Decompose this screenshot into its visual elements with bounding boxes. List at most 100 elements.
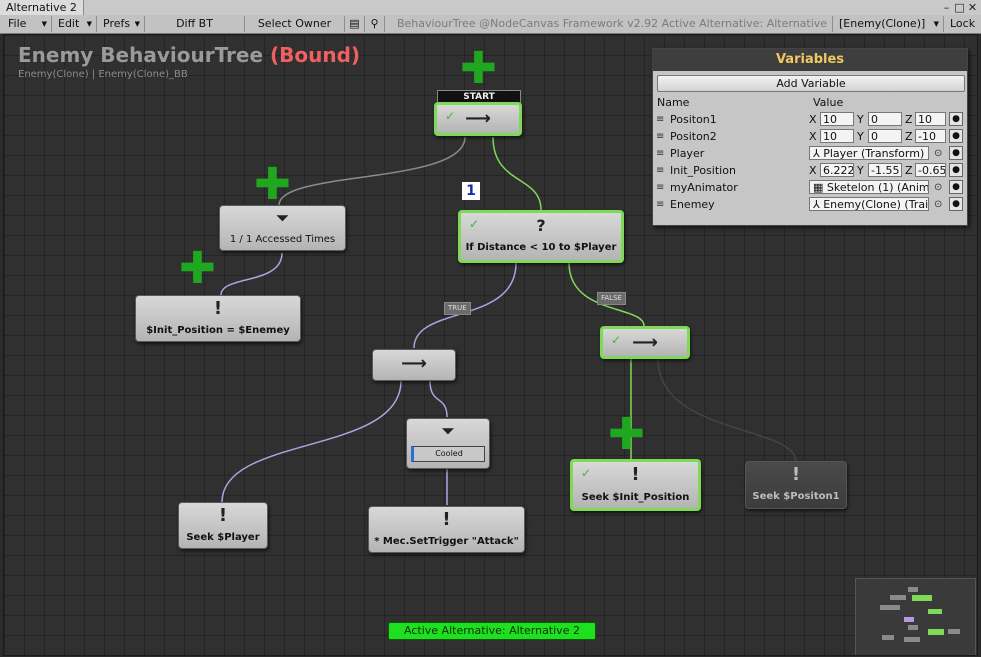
init-position-action-node[interactable]: ! $Init_Position = $Enemey [135, 295, 301, 342]
seek-positon1-node[interactable]: ! Seek $Positon1 [745, 461, 847, 509]
variable-row[interactable]: ≡ Positon1 X 10 Y 0 Z 10 ● [653, 112, 967, 129]
drag-handle-icon[interactable]: ≡ [656, 131, 665, 142]
vector-x-field[interactable]: 10 [820, 129, 854, 143]
drag-handle-icon[interactable]: ≡ [656, 165, 665, 176]
search-icon[interactable]: ⚲ [365, 16, 385, 32]
vector-y-field[interactable]: 0 [868, 129, 902, 143]
window-tab[interactable]: Alternative 2 [0, 0, 84, 15]
prefs-menu-label: Prefs [103, 17, 131, 30]
seek-player-node[interactable]: ! Seek $Player [178, 502, 268, 549]
variable-name: Positon1 [670, 113, 717, 126]
variable-name: myAnimator [670, 181, 738, 194]
axis-y-label: Y [857, 164, 864, 177]
variable-name: Positon2 [670, 130, 717, 143]
object-field[interactable]: ▦ Sketelon (1) (Anima [809, 180, 929, 194]
active-alternative-status: Active Alternative: Alternative 2 [388, 622, 596, 640]
minimap-node [948, 629, 960, 634]
edit-menu[interactable]: Edit▼ [52, 16, 97, 32]
vector-z-field[interactable]: 10 [915, 112, 946, 126]
close-icon[interactable]: ✕ [967, 1, 978, 14]
success-check-icon: ✓ [445, 109, 456, 123]
vector-z-field[interactable]: -0.65 [915, 163, 946, 177]
minimap-node [880, 605, 900, 610]
name-column-header: Name [657, 96, 690, 109]
select-owner-button[interactable]: Select Owner [245, 16, 345, 32]
variable-options-button[interactable]: ● [949, 129, 963, 143]
chevron-down-icon: ▼ [41, 20, 47, 28]
object-field[interactable]: ⅄ Enemy(Clone) (Trai [809, 197, 929, 211]
add-node-plus-icon[interactable]: ✚ [179, 243, 216, 294]
add-node-plus-icon[interactable]: ✚ [608, 409, 645, 460]
object-field-value: Enemy(Clone) (Trai [823, 198, 929, 211]
variable-options-button[interactable]: ● [949, 112, 963, 126]
variable-name: Init_Position [670, 164, 736, 177]
true-branch-tag: TRUE [444, 302, 471, 315]
add-variable-button[interactable]: Add Variable [657, 75, 965, 92]
graph-canvas[interactable]: Enemy BehaviourTree (Bound) Enemy(Clone)… [3, 34, 978, 656]
vector-x-field[interactable]: 6.222 [820, 163, 854, 177]
minimize-icon[interactable]: – [943, 1, 950, 14]
success-check-icon: ✓ [469, 217, 480, 231]
vector-x-field[interactable]: 10 [820, 112, 854, 126]
vector-z-field[interactable]: -10 [915, 129, 946, 143]
object-picker-icon[interactable]: ⊙ [934, 148, 943, 159]
vector-y-field[interactable]: -1.55 [868, 163, 902, 177]
axis-y-label: Y [857, 130, 864, 143]
lock-toggle[interactable]: Lock [950, 17, 976, 30]
prefs-menu[interactable]: Prefs▼ [97, 16, 145, 32]
add-node-plus-icon[interactable]: ✚ [460, 43, 497, 94]
add-node-plus-icon[interactable]: ✚ [254, 159, 291, 210]
action-icon: ! [791, 464, 801, 485]
axis-y-label: Y [857, 113, 864, 126]
variable-row[interactable]: ≡ Player ⅄ Player (Transform) ⊙ ● [653, 146, 967, 163]
sequencer-arrow-icon: ⟶ [632, 332, 658, 353]
diff-bt-button[interactable]: Diff BT [145, 16, 245, 32]
minimap-node [904, 637, 920, 642]
owner-dropdown[interactable]: [Enemy(Clone)]▼ [832, 16, 944, 32]
object-picker-icon[interactable]: ⊙ [934, 199, 943, 210]
file-menu[interactable]: File▼ [2, 16, 52, 32]
graph-subtitle: Enemy(Clone) | Enemy(Clone)_BB [18, 69, 188, 80]
distance-condition-node[interactable]: ✓ ? If Distance < 10 to $Player [458, 210, 624, 263]
variable-options-button[interactable]: ● [949, 163, 963, 177]
variable-options-button[interactable]: ● [949, 180, 963, 194]
document-icon[interactable]: ▤ [345, 16, 365, 32]
condition-label: If Distance < 10 to $Player [465, 242, 617, 253]
root-sequencer-node[interactable]: ✓ ⟶ [434, 102, 522, 136]
graph-minimap[interactable] [855, 578, 976, 655]
animator-icon: ▦ [813, 181, 827, 194]
object-field-value: Sketelon (1) (Anima [826, 181, 929, 194]
drag-handle-icon[interactable]: ≡ [656, 182, 665, 193]
set-trigger-node[interactable]: ! * Mec.SetTrigger "Attack" [368, 506, 525, 553]
mid-sequencer-node[interactable]: ⟶ [372, 349, 456, 381]
right-sequencer-node[interactable]: ✓ ⟶ [600, 326, 690, 359]
filter-node[interactable]: ⏷ 1 / 1 Accessed Times [219, 205, 346, 251]
variable-row[interactable]: ≡ Init_Position X 6.222 Y -1.55 Z -0.65 … [653, 163, 967, 180]
variables-panel: Variables Add Variable Name Value ≡ Posi… [652, 48, 968, 226]
variable-row[interactable]: ≡ Enemey ⅄ Enemy(Clone) (Trai ⊙ ● [653, 197, 967, 214]
axis-x-label: X [809, 164, 817, 177]
sequencer-arrow-icon: ⟶ [401, 353, 427, 374]
window-titlebar: Alternative 2 – □ ✕ [0, 0, 981, 15]
cooldown-node[interactable]: ⏷ Cooled [406, 418, 490, 469]
variable-options-button[interactable]: ● [949, 197, 963, 211]
transform-icon: ⅄ [813, 198, 824, 211]
object-picker-icon[interactable]: ⊙ [934, 182, 943, 193]
variable-row[interactable]: ≡ myAnimator ▦ Sketelon (1) (Anima ⊙ ● [653, 180, 967, 197]
drag-handle-icon[interactable]: ≡ [656, 199, 665, 210]
drag-handle-icon[interactable]: ≡ [656, 114, 665, 125]
toolbar-info-text: BehaviourTree @NodeCanvas Framework v2.9… [396, 17, 828, 46]
variable-row[interactable]: ≡ Positon2 X 10 Y 0 Z -10 ● [653, 129, 967, 146]
drag-handle-icon[interactable]: ≡ [656, 148, 665, 159]
object-field[interactable]: ⅄ Player (Transform) [809, 146, 929, 160]
seek-init-position-node[interactable]: ✓ ! Seek $Init_Position [570, 459, 701, 511]
maximize-icon[interactable]: □ [954, 1, 965, 14]
variable-options-button[interactable]: ● [949, 146, 963, 160]
false-branch-tag: FALSE [597, 292, 626, 305]
filter-icon: ⏷ [441, 422, 454, 440]
vector-y-field[interactable]: 0 [868, 112, 902, 126]
minimap-node [908, 625, 918, 630]
minimap-node [928, 609, 942, 614]
sequencer-arrow-icon: ⟶ [465, 108, 491, 129]
cooldown-field: Cooled [411, 446, 485, 462]
